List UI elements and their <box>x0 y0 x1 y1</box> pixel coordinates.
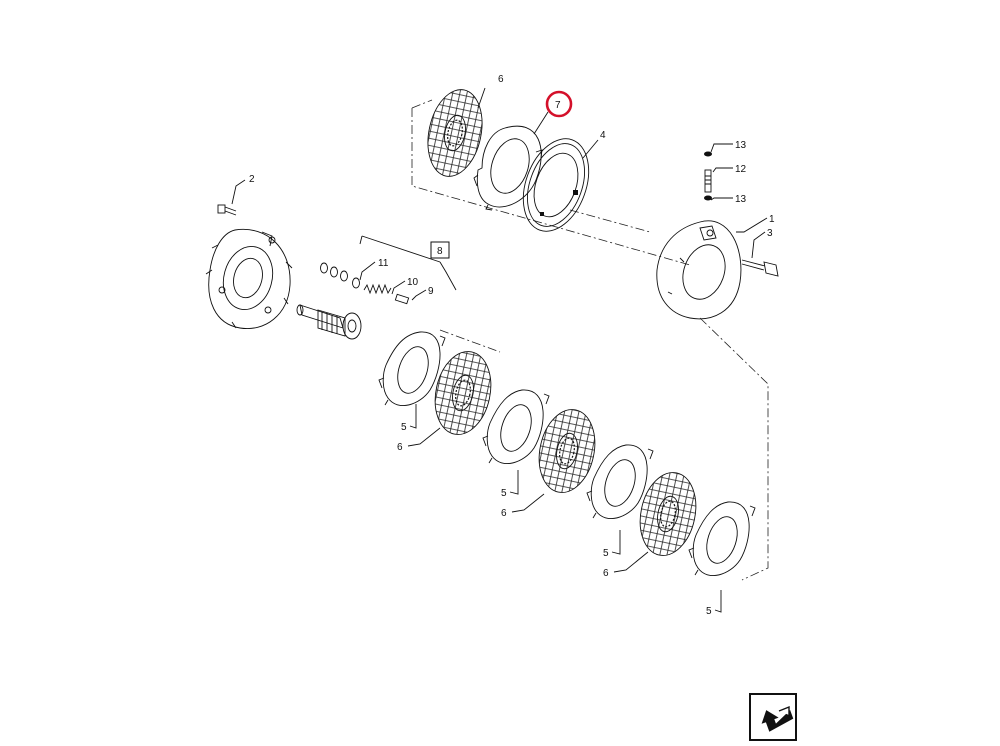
pin-12-assembly <box>704 151 712 201</box>
callout-2: 2 <box>249 174 255 185</box>
callout-labels: 6 4 2 13 12 13 1 3 11 10 9 5 6 5 6 5 6 5 <box>249 74 775 617</box>
callout-6-a: 6 <box>397 442 403 453</box>
callout-5-b: 5 <box>501 488 507 499</box>
plate-5-c <box>586 444 654 520</box>
callout-9: 9 <box>428 286 434 297</box>
bolt-2 <box>217 204 237 216</box>
callout-13-top: 13 <box>735 140 747 151</box>
disc-6-c <box>639 472 697 556</box>
arrow-back-icon <box>761 705 794 732</box>
leader-lines <box>231 87 768 613</box>
bolt-3 <box>741 259 779 277</box>
callout-1: 1 <box>769 214 775 225</box>
brake-housing-1 <box>656 220 742 320</box>
piston-4 <box>522 138 590 232</box>
callout-11: 11 <box>378 258 389 269</box>
callout-10: 10 <box>407 277 419 288</box>
callout-5-d: 5 <box>706 606 712 617</box>
friction-disc-top <box>427 89 483 177</box>
plate-5-a <box>378 331 446 407</box>
callout-7: 7 <box>555 100 561 111</box>
callout-4: 4 <box>600 130 606 141</box>
callout-8: 8 <box>437 246 443 257</box>
back-navigation-button[interactable] <box>749 693 797 741</box>
splined-shaft <box>296 304 362 340</box>
callout-13-bottom: 13 <box>735 194 747 205</box>
callout-3: 3 <box>767 228 773 239</box>
callout-6-b: 6 <box>501 508 507 519</box>
hub-flange <box>205 228 293 330</box>
callout-5-a: 5 <box>401 422 407 433</box>
callout-12: 12 <box>735 164 747 175</box>
callout-8-box: 8 <box>430 241 450 259</box>
kit-8-parts <box>320 235 457 305</box>
assembly-outline <box>411 99 769 581</box>
callout-5-c: 5 <box>603 548 609 559</box>
highlighted-callout-7[interactable]: 7 <box>545 90 573 118</box>
plate-5-b <box>482 389 550 465</box>
disc-6-b <box>538 409 596 493</box>
plate-5-d <box>688 501 756 577</box>
steel-plate-7 <box>473 125 543 211</box>
callout-6-top: 6 <box>498 74 504 85</box>
disc-6-a <box>434 351 492 435</box>
callout-6-c: 6 <box>603 568 609 579</box>
